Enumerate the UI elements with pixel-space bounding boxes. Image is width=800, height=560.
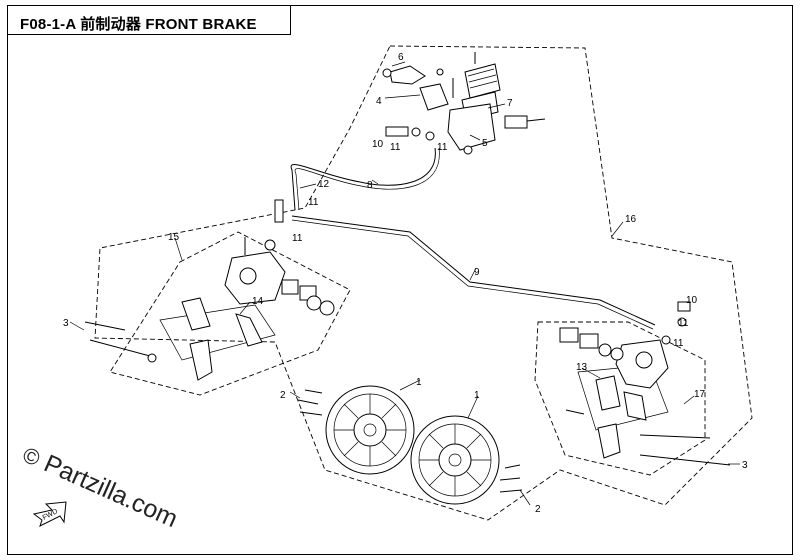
callout-1a: 1 — [416, 377, 422, 388]
callout-11c: 11 — [308, 197, 319, 208]
banjo-bolt — [463, 145, 473, 155]
callout-11f: 11 — [673, 338, 684, 349]
lever-pivot — [382, 68, 392, 78]
callout-11a: 11 — [390, 142, 401, 153]
right-piston-b — [579, 333, 599, 349]
right-caliper-assembly — [559, 301, 731, 466]
assembly-outline-15 — [109, 231, 351, 396]
assembly-outline-17 — [534, 321, 706, 476]
leader-lines — [69, 61, 740, 506]
callout-14: 14 — [252, 296, 264, 307]
lever-bracket — [419, 83, 449, 111]
callout-15: 15 — [168, 232, 180, 243]
clamp-7 — [504, 115, 528, 129]
left-brake-pad — [181, 297, 211, 331]
washer-11b — [425, 131, 435, 141]
brake-hose-9-inner — [291, 219, 654, 330]
left-seal-a — [306, 295, 322, 311]
callout-11d: 11 — [292, 233, 303, 244]
disc-right-hub — [438, 443, 472, 477]
right-pad-spring — [623, 391, 647, 421]
callout-13: 13 — [576, 362, 588, 373]
hose-fitting — [274, 199, 284, 223]
right-brake-pad — [595, 375, 621, 411]
brake-hose-8-inner — [294, 147, 440, 211]
left-washer — [264, 239, 276, 251]
right-caliper-bracket — [597, 423, 621, 459]
callout-8: 8 — [367, 180, 373, 191]
page-title: F08-1-A 前制动器 FRONT BRAKE — [20, 16, 257, 33]
callout-7: 7 — [507, 98, 513, 109]
callout-10b: 10 — [686, 295, 698, 306]
callout-1b: 1 — [474, 390, 480, 401]
callout-3b: 3 — [742, 460, 748, 471]
brake-hose-8 — [290, 147, 436, 211]
screw — [436, 68, 444, 76]
disc-left-hub — [353, 413, 387, 447]
callout-9: 9 — [474, 267, 480, 278]
left-seal-b — [319, 300, 335, 316]
washer-11f — [661, 335, 671, 345]
callout-17: 17 — [694, 389, 706, 400]
callout-10a: 10 — [372, 139, 384, 150]
left-caliper-port — [239, 267, 257, 285]
right-seal-b — [610, 347, 624, 361]
callout-3a: 3 — [63, 318, 69, 329]
banjo-bolt-10 — [385, 126, 409, 137]
brake-disc-right — [410, 415, 500, 505]
left-caliper-assembly — [84, 199, 335, 381]
brake-hose-9 — [291, 215, 656, 326]
assembly-outline-16 — [94, 45, 753, 521]
callout-2a: 2 — [280, 390, 286, 401]
left-caliper-bracket — [189, 339, 213, 381]
brake-disc-left — [325, 385, 415, 475]
fwd-arrow: FWD — [32, 501, 67, 527]
disc-bolts — [297, 389, 523, 493]
brake-lever — [389, 65, 426, 85]
washer-11e — [677, 317, 687, 327]
master-cylinder-assembly — [382, 52, 546, 155]
master-cylinder-body — [447, 103, 496, 151]
callout-5: 5 — [482, 138, 488, 149]
left-piston-a — [281, 279, 299, 295]
reservoir-cap — [464, 63, 501, 99]
right-seal-a — [598, 343, 612, 357]
callout-6: 6 — [398, 52, 404, 63]
callout-4: 4 — [376, 96, 382, 107]
right-piston-a — [559, 327, 579, 343]
callout-11b: 11 — [437, 142, 448, 153]
callout-11e: 11 — [678, 318, 689, 329]
banjo-bolt-10b — [677, 301, 691, 312]
callout-2b: 2 — [535, 504, 541, 515]
callout-16: 16 — [625, 214, 637, 225]
pad-box-14 — [159, 304, 276, 361]
callout-12: 12 — [318, 179, 330, 190]
left-bolt-head — [147, 353, 157, 363]
right-caliper-port — [635, 351, 653, 369]
left-pad-spring — [235, 313, 263, 347]
title-box: F08-1-A 前制动器 FRONT BRAKE — [7, 5, 291, 35]
washer-11a — [411, 127, 421, 137]
